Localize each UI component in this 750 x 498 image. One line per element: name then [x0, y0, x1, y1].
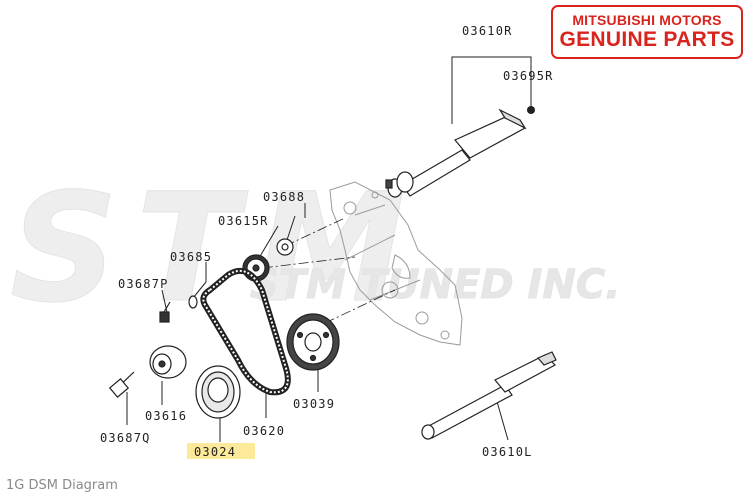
belt-03620 [200, 268, 291, 396]
label-03610L: 03610L [482, 445, 533, 459]
label-03610R: 03610R [462, 24, 513, 38]
label-03616: 03616 [145, 409, 187, 423]
spacer-03688 [276, 238, 294, 256]
label-03695R: 03695R [503, 69, 554, 83]
diagram-caption: 1G DSM Diagram [6, 478, 118, 493]
washer-03685 [188, 295, 198, 309]
part-labels: 03610R 03695R 03688 03615R 03685 03687P … [100, 24, 554, 459]
highlight-03024 [187, 443, 255, 459]
watermark-big-text: STM [10, 162, 424, 336]
label-03687Q: 03687Q [100, 431, 151, 445]
bolt-03695R [527, 106, 535, 114]
sprocket-03039 [286, 313, 340, 371]
genuine-parts-badge: MITSUBISHI MOTORS GENUINE PARTS [551, 5, 743, 59]
tensioner-03616 [149, 345, 187, 379]
badge-line1: MITSUBISHI MOTORS [572, 12, 722, 28]
label-03687P: 03687P [118, 277, 169, 291]
label-03024: 03024 [194, 445, 236, 459]
stm-watermark: STM STM TUNED INC. [10, 162, 621, 337]
badge-line2: GENUINE PARTS [559, 28, 735, 51]
label-03685: 03685 [170, 250, 212, 264]
label-03039: 03039 [293, 397, 335, 411]
watermark-sub-text: STM TUNED INC. [250, 262, 620, 308]
label-03620: 03620 [243, 424, 285, 438]
sprocket-03024 [195, 365, 241, 419]
bolt-03687Q [108, 371, 135, 398]
shaft-03610L [421, 351, 557, 440]
bolt-03687P [159, 301, 171, 323]
leader-lines [126, 56, 532, 442]
shaft-03610R [385, 108, 527, 198]
label-03688: 03688 [263, 190, 305, 204]
label-03615R: 03615R [218, 214, 269, 228]
